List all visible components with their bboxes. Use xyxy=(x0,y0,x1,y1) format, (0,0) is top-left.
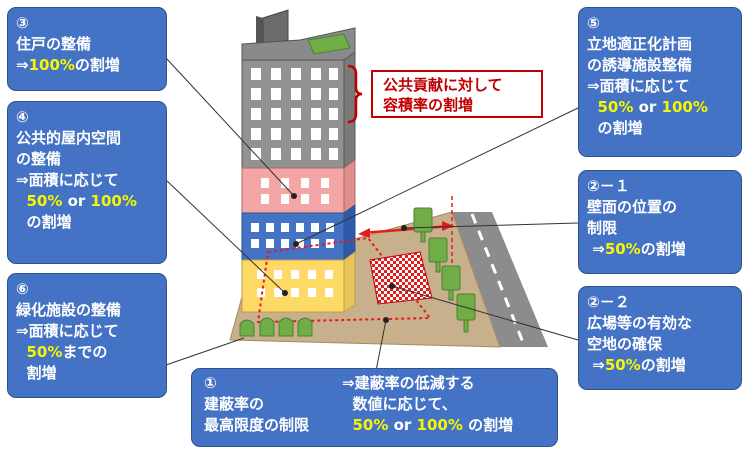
callout-condition-2: 数値に応じて、 xyxy=(352,395,457,413)
bonus-percent: 50% xyxy=(26,343,63,361)
bonus-suffix: の割増 xyxy=(597,119,643,137)
note-line-2: 容積率の割増 xyxy=(383,96,474,114)
callout-condition: ⇒面積に応じて xyxy=(16,322,119,340)
callout-housing: ③ 住戸の整備 ⇒100%の割増 xyxy=(7,7,167,91)
callout-title: 緑化施設の整備 xyxy=(16,301,122,319)
floor-blue xyxy=(241,212,345,261)
note-line-1: 公共貢献に対して xyxy=(383,76,503,94)
arrow-text: ⇒ xyxy=(592,240,605,258)
far-bonus-note: 公共貢献に対して 容積率の割増 xyxy=(371,70,543,118)
bonus-percent: 50% xyxy=(604,240,641,258)
callout-title-2: 最高限度の制限 xyxy=(204,416,310,434)
bonus-suffix: の割増 xyxy=(640,356,686,374)
callout-title: 公共的屋内空間 xyxy=(16,129,122,147)
callout-number: ③ xyxy=(16,14,29,32)
callout-number: ②－１ xyxy=(587,177,630,195)
bonus-suffix-2: 割増 xyxy=(26,364,57,382)
bonus-percent-low: 50% xyxy=(26,192,63,210)
road-centerline xyxy=(470,213,526,346)
callout-title: 立地適正化計画 xyxy=(587,35,693,53)
bonus-suffix: の割増 xyxy=(462,416,514,434)
callout-location-plan: ⑤ 立地適正化計画 の誘導施設整備 ⇒面積に応じて 50% or 100% の割… xyxy=(578,7,742,157)
bonus-percent-low: 50% xyxy=(597,98,634,116)
far-bracket xyxy=(347,64,363,124)
coverage-limit-outline xyxy=(256,236,433,324)
bonus-suffix: の割増 xyxy=(74,56,120,74)
callout-title-2: 空地の確保 xyxy=(587,335,663,353)
arrow-text: ⇒ xyxy=(592,356,605,374)
callout-title: 壁面の位置の xyxy=(587,198,678,216)
or-text: or xyxy=(388,416,417,434)
callout-title: 広場等の有効な xyxy=(587,314,693,332)
bonus-suffix: までの xyxy=(62,343,108,361)
roof-garden xyxy=(307,33,351,55)
callout-title: 建蔽率の xyxy=(204,395,265,413)
callout-coverage-limit: ① 建蔽率の 最高限度の制限 ⇒建蔽率の低減する 数値に応じて、 50% or … xyxy=(191,368,558,447)
callout-title: 住戸の整備 xyxy=(16,35,92,53)
bonus-percent: 50% xyxy=(604,356,641,374)
callout-number: ④ xyxy=(16,108,29,126)
floor-pink xyxy=(241,167,345,214)
bonus-suffix: の割増 xyxy=(640,240,686,258)
bonus-percent-low: 50% xyxy=(352,416,389,434)
bonus-percent-high: 100% xyxy=(661,98,708,116)
callout-indoor-space: ④ 公共的屋内空間 の整備 ⇒面積に応じて 50% or 100% の割増 xyxy=(7,101,167,264)
callout-number: ⑥ xyxy=(16,280,29,298)
callout-greening: ⑥ 緑化施設の整備 ⇒面積に応じて 50%までの 割増 xyxy=(7,273,167,398)
or-text: or xyxy=(633,98,662,116)
building xyxy=(241,9,356,313)
or-text: or xyxy=(62,192,91,210)
callout-condition: ⇒建蔽率の低減する xyxy=(342,374,475,392)
callout-number: ⑤ xyxy=(587,14,600,32)
arrow-text: ⇒ xyxy=(16,56,29,74)
callout-number: ②－２ xyxy=(587,293,630,311)
callout-condition: ⇒面積に応じて xyxy=(587,77,690,95)
callout-open-space: ②－２ 広場等の有効な 空地の確保 ⇒50%の割増 xyxy=(578,286,742,390)
callout-condition: ⇒面積に応じて xyxy=(16,171,119,189)
bonus-suffix: の割増 xyxy=(26,213,72,231)
greening-shrubs xyxy=(239,317,313,337)
callout-title-2: の整備 xyxy=(16,150,62,168)
bonus-percent: 100% xyxy=(28,56,75,74)
bonus-percent-high: 100% xyxy=(90,192,137,210)
road xyxy=(452,212,548,347)
callout-number: ① xyxy=(204,374,217,392)
callout-title-2: の誘導施設整備 xyxy=(587,56,693,74)
floor-yellow xyxy=(241,259,345,313)
callout-wall-setback: ②－１ 壁面の位置の 制限 ⇒50%の割増 xyxy=(578,170,742,274)
callout-title-2: 制限 xyxy=(587,219,618,237)
bonus-percent-high: 100% xyxy=(416,416,463,434)
